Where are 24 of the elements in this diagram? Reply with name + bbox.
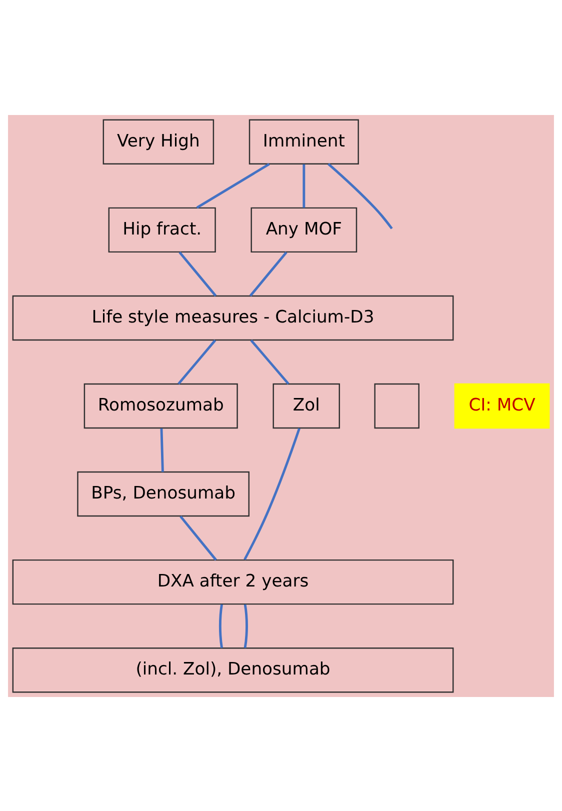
- connector: [328, 162, 393, 229]
- connector: [196, 162, 270, 208]
- connector: [178, 339, 216, 384]
- node-box: Any MOF: [250, 206, 358, 252]
- node-box: Hip fract.: [108, 206, 216, 252]
- connector: [250, 339, 290, 384]
- node-box: DXA after 2 years: [12, 558, 454, 604]
- connector: [244, 604, 248, 648]
- connector: [218, 604, 223, 648]
- node-box: Life style measures - Calcium-D3: [12, 294, 454, 340]
- connector: [244, 427, 300, 560]
- node-box: Very High: [102, 118, 214, 164]
- node-box: BPs, Denosumab: [77, 470, 250, 516]
- connector: [160, 428, 164, 472]
- node-box: CI: MCV: [454, 382, 550, 428]
- connector: [178, 251, 217, 296]
- node-box: (incl. Zol), Denosumab: [12, 646, 454, 692]
- node-box: [374, 382, 420, 428]
- connector: [302, 164, 306, 208]
- node-box: Imminent: [248, 118, 359, 164]
- connector: [249, 251, 288, 296]
- node-box: Romosozumab: [84, 382, 238, 428]
- connector: [180, 515, 217, 560]
- node-box: Zol: [272, 382, 340, 428]
